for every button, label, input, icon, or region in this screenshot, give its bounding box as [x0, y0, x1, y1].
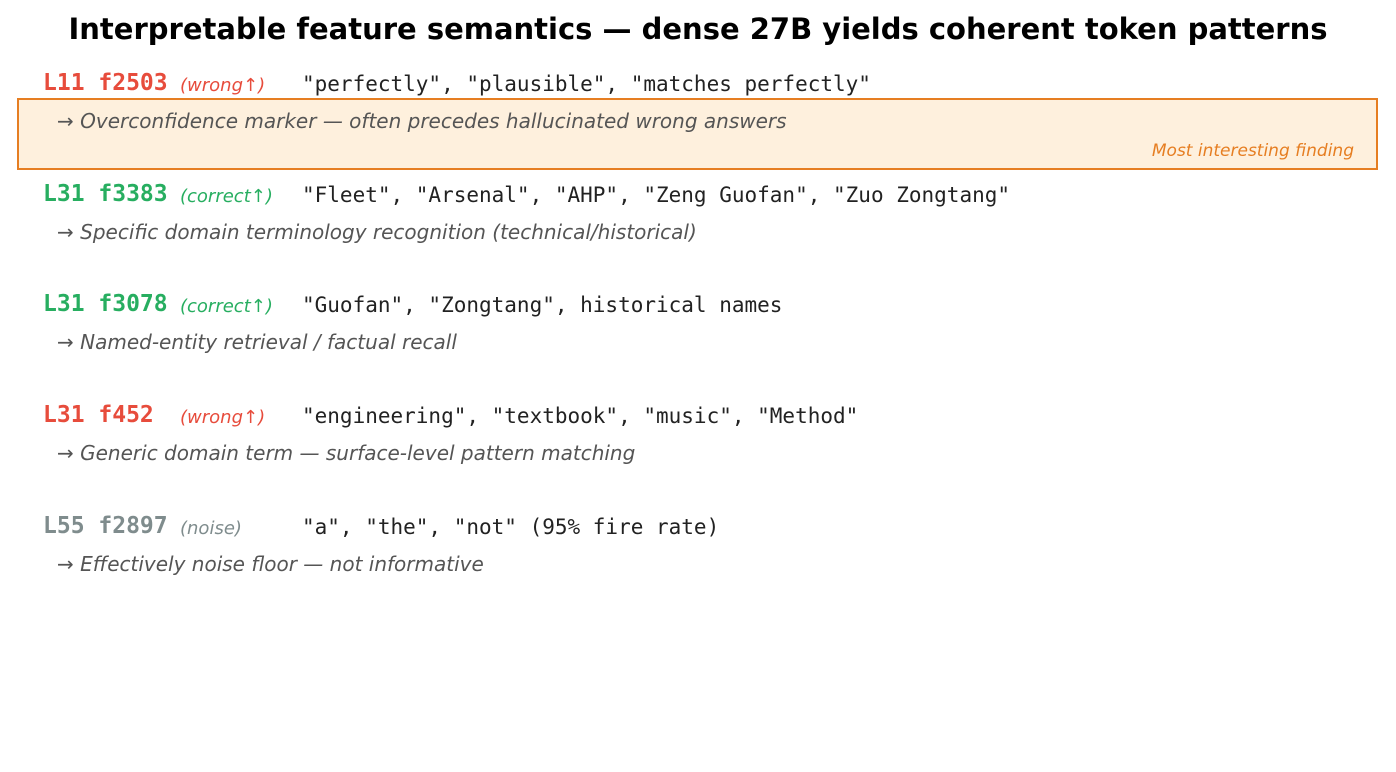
feature-row: L31 f3078 (correct↑) "Guofan", "Zongtang…: [0, 291, 1396, 391]
feature-description: → Effectively noise floor — not informat…: [57, 552, 484, 576]
feature-tag: (noise): [180, 518, 242, 539]
feature-description-text: Named-entity retrieval / factual recall: [80, 330, 457, 354]
feature-description: → Overconfidence marker — often precedes…: [57, 109, 787, 133]
feature-tag: (correct↑): [180, 296, 273, 317]
arrow-icon: →: [57, 220, 74, 244]
feature-tag: (correct↑): [180, 186, 273, 207]
feature-id: L31 f3383: [43, 181, 168, 207]
feature-description-text: Specific domain terminology recognition …: [80, 220, 697, 244]
feature-tokens: "Guofan", "Zongtang", historical names: [302, 293, 783, 317]
feature-tokens: "Fleet", "Arsenal", "AHP", "Zeng Guofan"…: [302, 183, 1011, 207]
feature-row: L31 f3383 (correct↑) "Fleet", "Arsenal",…: [0, 181, 1396, 281]
feature-description: → Specific domain terminology recognitio…: [57, 220, 697, 244]
feature-description: → Generic domain term — surface-level pa…: [57, 441, 635, 465]
feature-id: L31 f3078: [43, 291, 168, 317]
feature-tag: (wrong↑): [180, 407, 266, 428]
arrow-icon: →: [57, 330, 74, 354]
feature-description-text: Effectively noise floor — not informativ…: [80, 552, 484, 576]
feature-tokens: "perfectly", "plausible", "matches perfe…: [302, 72, 871, 96]
feature-row: L31 f452 (wrong↑) "engineering", "textbo…: [0, 402, 1396, 502]
arrow-icon: →: [57, 552, 74, 576]
arrow-icon: →: [57, 109, 74, 133]
feature-id: L55 f2897: [43, 513, 168, 539]
feature-tokens: "a", "the", "not" (95% fire rate): [302, 515, 720, 539]
feature-description-text: Overconfidence marker — often precedes h…: [80, 109, 787, 133]
feature-row: L11 f2503 (wrong↑) "perfectly", "plausib…: [0, 70, 1396, 170]
figure-title: Interpretable feature semantics — dense …: [68, 12, 1328, 46]
feature-row: L55 f2897 (noise) "a", "the", "not" (95%…: [0, 513, 1396, 613]
feature-tag: (wrong↑): [180, 75, 266, 96]
feature-description-text: Generic domain term — surface-level patt…: [80, 441, 636, 465]
highlight-box: [17, 98, 1378, 170]
feature-description: → Named-entity retrieval / factual recal…: [57, 330, 457, 354]
highlight-label: Most interesting finding: [1151, 141, 1354, 161]
arrow-icon: →: [57, 441, 74, 465]
feature-tokens: "engineering", "textbook", "music", "Met…: [302, 404, 859, 428]
feature-id: L31 f452: [43, 402, 154, 428]
feature-id: L11 f2503: [43, 70, 168, 96]
